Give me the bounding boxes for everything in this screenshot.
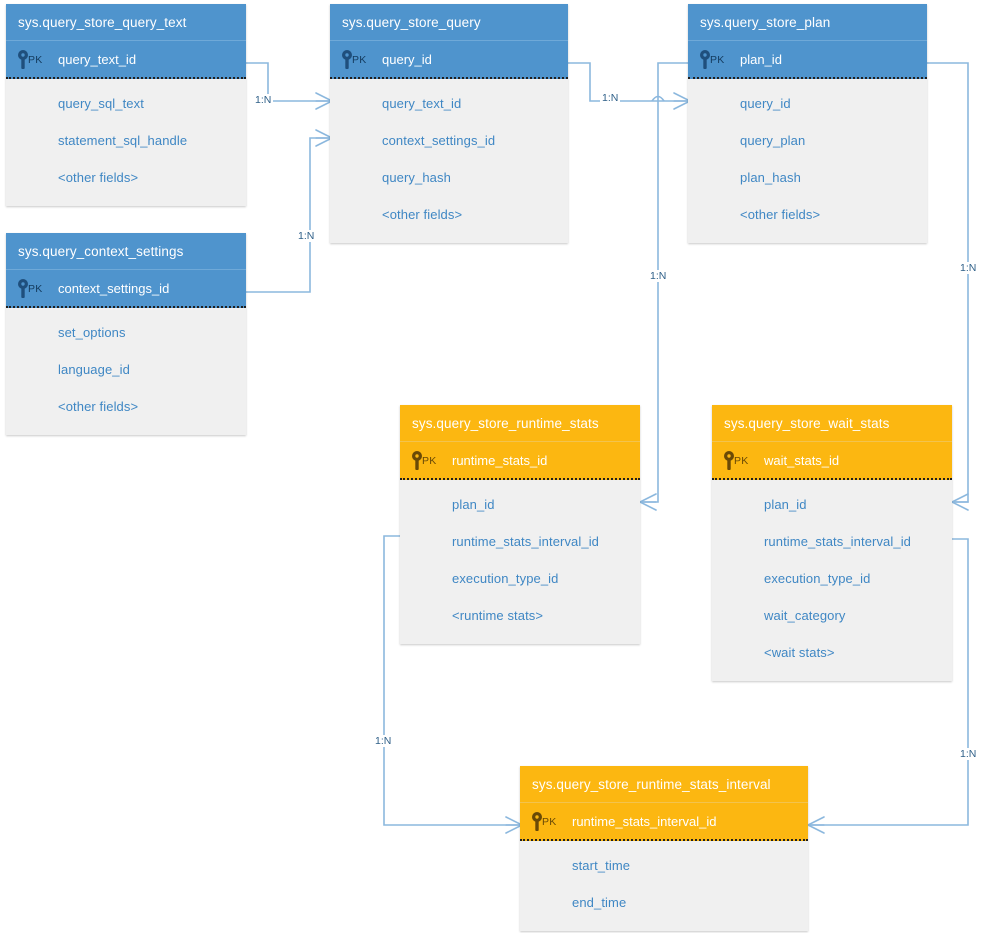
entity-primary-key-row[interactable]: PK query_id <box>330 41 568 79</box>
entity-query-store-wait-stats[interactable]: sys.query_store_wait_stats PK wait_stats… <box>712 405 952 681</box>
pk-tag: PK <box>542 816 557 828</box>
entity-fields: start_time end_time <box>520 841 808 931</box>
cardinality-label-interval-to-wait-stats: 1:N <box>958 748 979 760</box>
pk-column-name: wait_stats_id <box>764 453 840 468</box>
entity-title: sys.query_store_query <box>330 5 568 41</box>
entity-fields: plan_id runtime_stats_interval_id execut… <box>400 480 640 644</box>
entity-primary-key-row[interactable]: PK runtime_stats_interval_id <box>520 803 808 841</box>
pk-tag: PK <box>734 455 749 467</box>
entity-query-context-settings[interactable]: sys.query_context_settings PK context_se… <box>6 233 246 435</box>
entity-field: runtime_stats_interval_id <box>764 534 912 549</box>
key-icon <box>18 279 28 298</box>
entity-field: plan_id <box>452 497 495 512</box>
arrowhead-interval-right <box>806 816 825 834</box>
pk-tag: PK <box>422 455 437 467</box>
entity-field: execution_type_id <box>452 571 559 586</box>
pk-column-name: query_id <box>382 52 432 67</box>
connector-query-to-plan <box>568 62 688 102</box>
entity-title: sys.query_store_query_text <box>6 5 246 41</box>
entity-primary-key-row[interactable]: PK wait_stats_id <box>712 442 952 480</box>
connector-context-settings-to-query <box>246 137 330 293</box>
pk-column-name: query_text_id <box>58 52 137 67</box>
entity-query-store-plan[interactable]: sys.query_store_plan PK plan_id query_id… <box>688 4 927 243</box>
entity-primary-key-row[interactable]: PK query_text_id <box>6 41 246 79</box>
entity-primary-key-row[interactable]: PK context_settings_id <box>6 270 246 308</box>
entity-field: wait_category <box>764 608 846 623</box>
entity-field: statement_sql_handle <box>58 133 188 148</box>
pk-tag: PK <box>710 54 725 66</box>
entity-fields: query_id query_plan plan_hash <other fie… <box>688 79 927 243</box>
entity-field: query_sql_text <box>58 96 144 111</box>
cardinality-label-interval-to-runtime-stats: 1:N <box>373 735 394 747</box>
entity-fields: query_text_id context_settings_id query_… <box>330 79 568 243</box>
entity-field: plan_hash <box>740 170 801 185</box>
cardinality-label-query-to-plan: 1:N <box>600 92 621 104</box>
entity-field: start_time <box>572 858 631 873</box>
pk-column-name: plan_id <box>740 52 782 67</box>
entity-fields: set_options language_id <other fields> <box>6 308 246 435</box>
entity-field: <other fields> <box>58 170 139 185</box>
entity-query-store-runtime-stats[interactable]: sys.query_store_runtime_stats PK runtime… <box>400 405 640 644</box>
key-icon <box>724 451 734 470</box>
cardinality-label-context-settings-to-query: 1:N <box>296 230 317 242</box>
entity-field: execution_type_id <box>764 571 871 586</box>
entity-title: sys.query_context_settings <box>6 234 246 270</box>
entity-fields: query_sql_text statement_sql_handle <oth… <box>6 79 246 206</box>
entity-field: <other fields> <box>740 207 821 222</box>
key-icon <box>18 50 28 69</box>
cardinality-label-plan-to-wait-stats: 1:N <box>958 262 979 274</box>
entity-field: language_id <box>58 362 130 377</box>
connector-plan-to-runtime-stats <box>640 62 688 503</box>
entity-field: context_settings_id <box>382 133 496 148</box>
entity-field: end_time <box>572 895 627 910</box>
entity-title: sys.query_store_plan <box>688 5 927 41</box>
arrowhead-runtime-plan-id <box>638 493 657 511</box>
key-icon <box>412 451 422 470</box>
entity-field: query_hash <box>382 170 451 185</box>
key-icon <box>342 50 352 69</box>
arrowhead-wait-plan-id <box>950 493 969 511</box>
pk-column-name: context_settings_id <box>58 281 170 296</box>
line-hop <box>651 95 665 102</box>
entity-primary-key-row[interactable]: PK runtime_stats_id <box>400 442 640 480</box>
entity-title: sys.query_store_wait_stats <box>712 406 952 442</box>
entity-field: runtime_stats_interval_id <box>452 534 600 549</box>
cardinality-label-plan-to-runtime-stats: 1:N <box>648 270 669 282</box>
entity-query-store-query[interactable]: sys.query_store_query PK query_id query_… <box>330 4 568 243</box>
key-icon <box>700 50 710 69</box>
entity-primary-key-row[interactable]: PK plan_id <box>688 41 927 79</box>
entity-field: query_text_id <box>382 96 462 111</box>
pk-tag: PK <box>28 283 43 295</box>
pk-tag: PK <box>352 54 367 66</box>
entity-field: <other fields> <box>58 399 139 414</box>
entity-query-store-query-text[interactable]: sys.query_store_query_text PK query_text… <box>6 4 246 206</box>
entity-title: sys.query_store_runtime_stats_interval <box>520 767 808 803</box>
entity-title: sys.query_store_runtime_stats <box>400 406 640 442</box>
entity-field: <wait stats> <box>764 645 835 660</box>
entity-field: set_options <box>58 325 126 340</box>
entity-fields: plan_id runtime_stats_interval_id execut… <box>712 480 952 681</box>
entity-field: query_plan <box>740 133 806 148</box>
pk-column-name: runtime_stats_id <box>452 453 548 468</box>
pk-tag: PK <box>28 54 43 66</box>
entity-field: <other fields> <box>382 207 463 222</box>
cardinality-label-query-text-to-query: 1:N <box>253 94 274 106</box>
entity-field: <runtime stats> <box>452 608 544 623</box>
pk-column-name: runtime_stats_interval_id <box>572 814 717 829</box>
entity-query-store-runtime-stats-interval[interactable]: sys.query_store_runtime_stats_interval P… <box>520 766 808 931</box>
key-icon <box>532 812 542 831</box>
entity-field: plan_id <box>764 497 807 512</box>
entity-field: query_id <box>740 96 791 111</box>
